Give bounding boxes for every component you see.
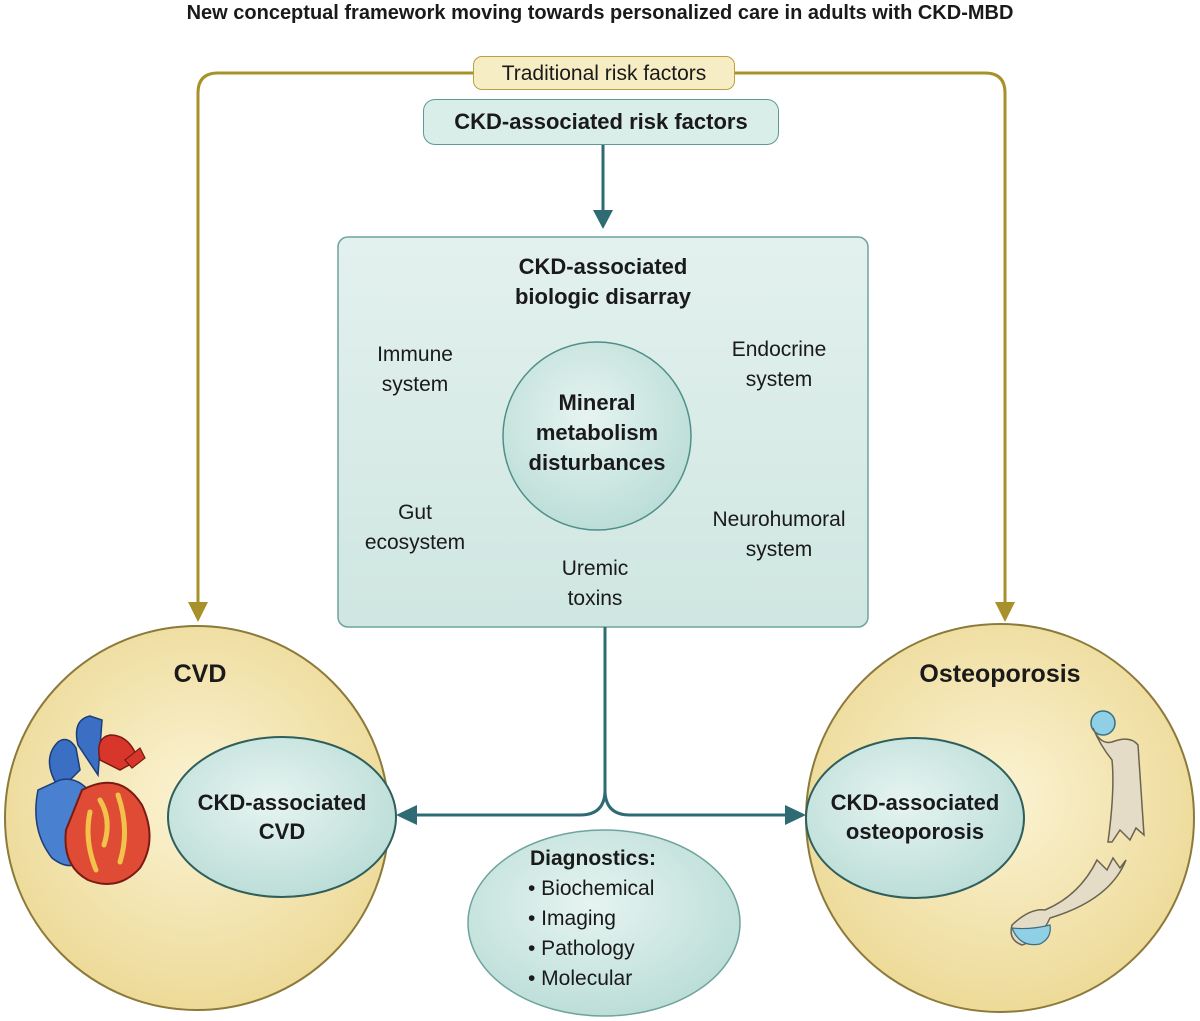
neuro-line2: system — [745, 538, 813, 561]
uremic-toxins-label: Uremic toxins — [525, 554, 665, 614]
uremic-line2: toxins — [567, 587, 623, 610]
heart-icon — [35, 715, 151, 885]
uremic-line1: Uremic — [561, 557, 629, 580]
diagnostics-item: • Biochemical — [528, 877, 655, 900]
diagnostics-item: • Imaging — [528, 907, 616, 930]
cvd-title: CVD — [173, 660, 227, 688]
ckd-cvd-line1: CKD-associated — [197, 790, 367, 815]
disarray-title-line2: biologic disarray — [514, 284, 692, 309]
ckd-risk-arrow-down — [593, 145, 613, 229]
endocrine-line2: system — [745, 368, 813, 391]
gut-line1: Gut — [398, 501, 432, 524]
ckd-cvd-line2: CVD — [258, 819, 306, 844]
page-title: New conceptual framework moving towards … — [186, 2, 1014, 24]
gut-line2: ecosystem — [364, 531, 466, 554]
mineral-line3: disturbances — [528, 450, 666, 475]
mineral-metabolism-circle — [502, 341, 692, 531]
broken-bone-icon — [1010, 710, 1145, 946]
diagnostics-ellipse — [467, 829, 741, 1017]
traditional-risk-arrow-left — [188, 71, 473, 622]
ckd-osteoporosis-label: CKD-associated osteoporosis — [806, 788, 1024, 846]
neurohumoral-system-label: Neurohumoral system — [690, 505, 868, 565]
diagnostics-item: • Pathology — [528, 937, 635, 960]
disarray-title-line1: CKD-associated — [518, 254, 688, 279]
mineral-metabolism-label: Mineral metabolism disturbances — [503, 388, 691, 478]
mineral-line2: metabolism — [535, 420, 659, 445]
diagnostics-list: Diagnostics: • Biochemical • Imaging • P… — [528, 844, 688, 994]
endocrine-system-label: Endocrine system — [700, 335, 858, 395]
diagnostics-heading: Diagnostics: — [530, 847, 657, 870]
traditional-risk-arrow-right — [735, 71, 1015, 622]
ckd-osteoporosis-ellipse — [805, 737, 1025, 899]
traditional-risk-factors-box: Traditional risk factors — [473, 56, 735, 90]
mineral-line1: Mineral — [558, 390, 636, 415]
osteoporosis-title: Osteoporosis — [919, 660, 1081, 688]
disarray-title: CKD-associated biologic disarray — [440, 252, 766, 312]
ckd-osteo-line1: CKD-associated — [830, 790, 1000, 815]
neuro-line1: Neurohumoral — [712, 508, 846, 531]
immune-system-label: Immune system — [345, 340, 485, 400]
disarray-to-outcomes-arrows — [396, 627, 806, 825]
diagnostics-item: • Molecular — [528, 967, 633, 990]
ckd-cvd-ellipse — [167, 736, 397, 898]
ckd-osteo-line2: osteoporosis — [845, 819, 985, 844]
immune-line1: Immune — [377, 343, 453, 366]
immune-line2: system — [381, 373, 449, 396]
endocrine-line1: Endocrine — [731, 338, 827, 361]
gut-ecosystem-label: Gut ecosystem — [345, 498, 485, 558]
ckd-risk-factors-box: CKD-associated risk factors — [423, 99, 779, 145]
ckd-cvd-label: CKD-associated CVD — [168, 788, 396, 846]
